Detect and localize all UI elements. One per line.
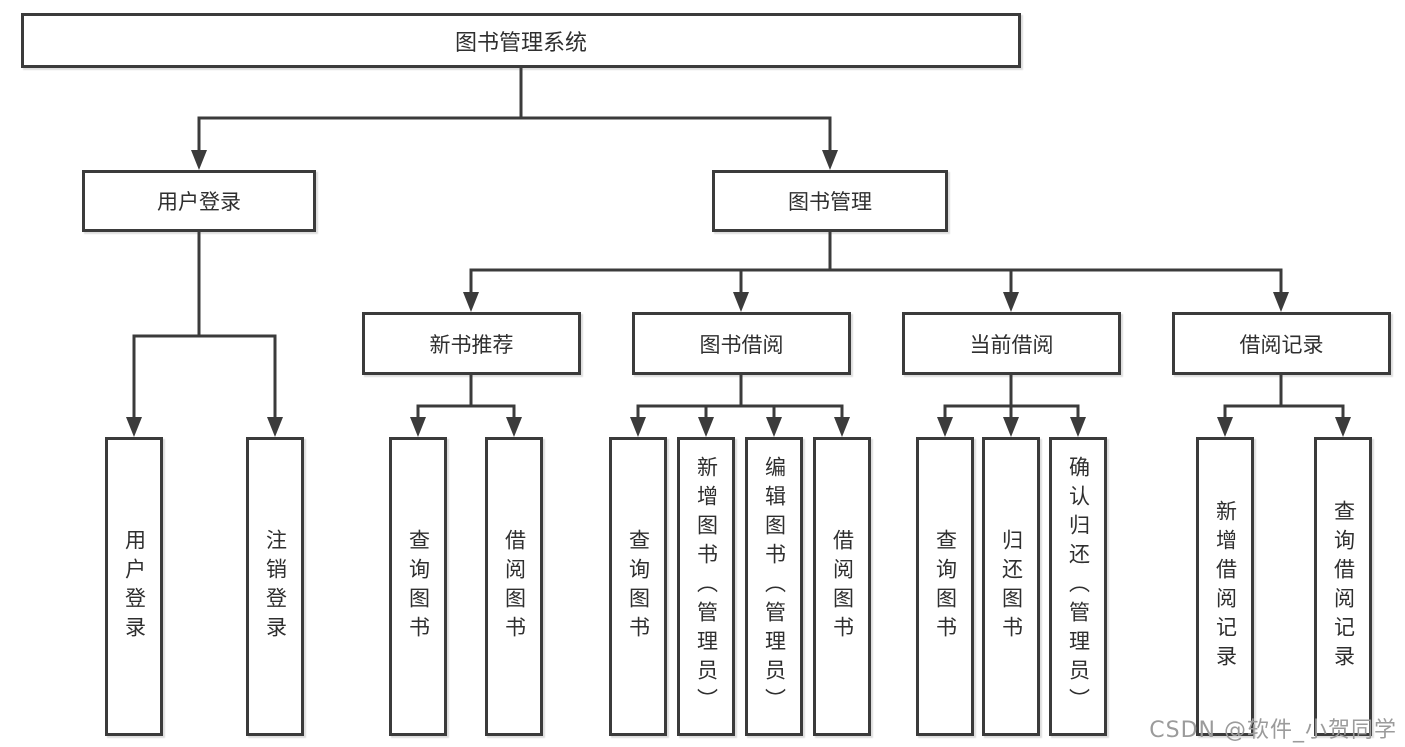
node-label: 查询图书 [626,528,651,645]
arrowhead-icon [1003,417,1019,437]
node-add-book-admin: 新增图书（管理员） [677,437,735,736]
arrowhead-icon [1273,292,1289,312]
node-label: 新增图书（管理员） [694,456,719,717]
node-label: 新书推荐 [429,332,514,357]
watermark-text: CSDN @软件_小贺同学 [1149,718,1397,743]
node-borrow-book-recommend: 借阅图书 [485,437,543,736]
node-query-book-current: 查询图书 [916,437,974,736]
node-label: 注销登录 [263,528,288,645]
node-borrowing-records: 借阅记录 [1172,312,1391,375]
arrowhead-icon [191,150,207,170]
node-query-book-borrow: 查询图书 [609,437,667,736]
node-label: 当前借阅 [969,332,1054,357]
arrowhead-icon [937,417,953,437]
arrowhead-icon [1217,417,1233,437]
node-label: 查询图书 [406,528,431,645]
node-book-borrowing: 图书借阅 [632,312,851,375]
arrowhead-icon [410,417,426,437]
arrowhead-icon [630,417,646,437]
arrowhead-icon [1003,292,1019,312]
node-label: 归还图书 [999,528,1024,645]
node-return-book: 归还图书 [982,437,1040,736]
arrowhead-icon [267,417,283,437]
node-label: 用户登录 [157,190,241,214]
arrowhead-icon [463,292,479,312]
node-label: 借阅记录 [1239,332,1324,357]
node-logout: 注销登录 [246,437,304,736]
node-borrow-book: 借阅图书 [813,437,871,736]
node-label: 用户登录 [122,528,147,645]
node-user-login: 用户登录 [82,170,316,232]
node-label: 借阅图书 [502,528,527,645]
node-label: 借阅图书 [830,528,855,645]
node-edit-book-admin: 编辑图书（管理员） [745,437,803,736]
arrowhead-icon [822,150,838,170]
arrowhead-icon [1070,417,1086,437]
node-confirm-return-admin: 确认归还（管理员） [1049,437,1107,736]
node-query-borrow-record: 查询借阅记录 [1314,437,1372,736]
node-user-login-leaf: 用户登录 [105,437,163,736]
arrowhead-icon [766,417,782,437]
node-current-borrowing: 当前借阅 [902,312,1121,375]
node-label: 查询借阅记录 [1331,499,1356,674]
arrowhead-icon [1335,417,1351,437]
node-query-book-recommend: 查询图书 [389,437,447,736]
node-label: 图书管理 [788,190,872,214]
node-add-borrow-record: 新增借阅记录 [1196,437,1254,736]
arrowhead-icon [126,417,142,437]
arrowhead-icon [698,417,714,437]
arrowhead-icon [733,292,749,312]
node-label: 确认归还（管理员） [1066,456,1091,717]
node-label: 新增借阅记录 [1213,499,1238,674]
node-label: 编辑图书（管理员） [762,456,787,717]
arrowhead-icon [506,417,522,437]
node-new-book-recommend: 新书推荐 [362,312,581,375]
arrowhead-icon [834,417,850,437]
node-label: 查询图书 [933,528,958,645]
node-label: 图书管理系统 [454,30,587,56]
node-system-root: 图书管理系统 [21,13,1021,68]
node-label: 图书借阅 [699,332,784,357]
node-book-management: 图书管理 [712,170,948,232]
